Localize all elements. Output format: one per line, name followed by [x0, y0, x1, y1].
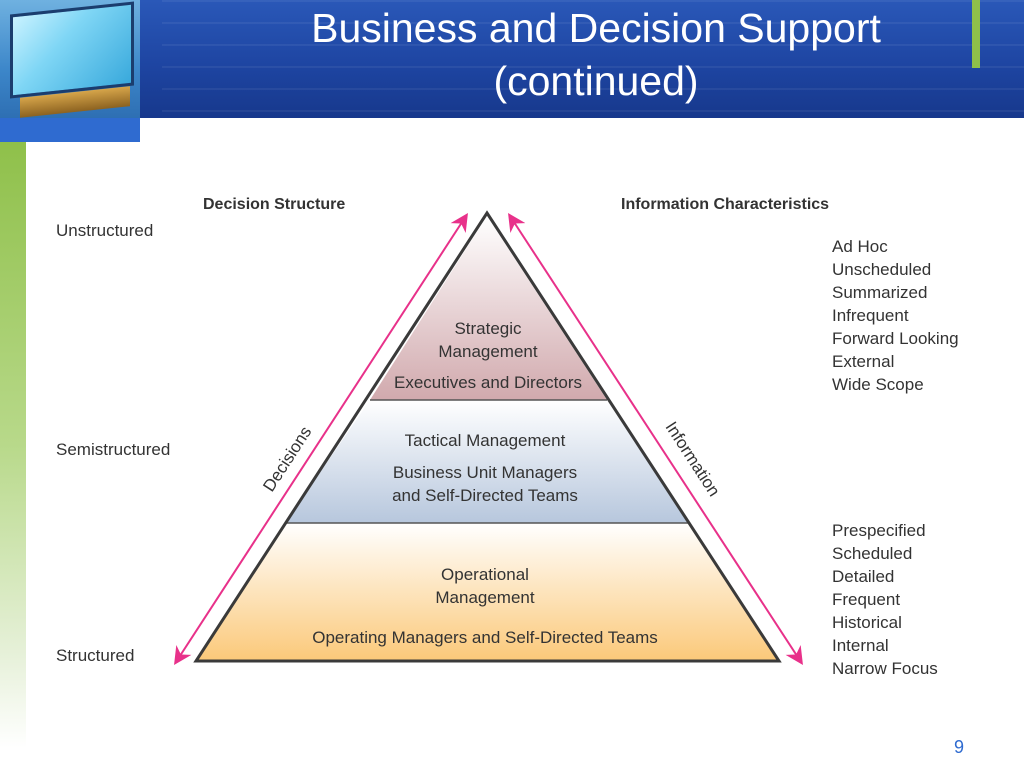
info-item: Wide Scope [832, 375, 924, 394]
level-label-structured: Structured [56, 646, 134, 665]
slide-title-line-1: Business and Decision Support [311, 5, 881, 51]
decisions-arrow [174, 212, 468, 666]
info-item: Frequent [832, 590, 900, 609]
info-item: Infrequent [832, 306, 909, 325]
level-label-semistructured: Semistructured [56, 440, 170, 459]
accent-block-blue [0, 118, 162, 142]
info-list-bottom: PrespecifiedScheduledDetailedFrequentHis… [832, 521, 938, 678]
accent-block-white [140, 118, 162, 142]
info-item: Ad Hoc [832, 237, 888, 256]
tier-tactical-people-1: Business Unit Managers [393, 463, 577, 482]
decision-structure-heading: Decision Structure [203, 196, 345, 213]
info-item: Forward Looking [832, 329, 959, 348]
info-item: Narrow Focus [832, 659, 938, 678]
tier-strategic-title-2: Management [438, 342, 538, 361]
information-characteristics-heading: Information Characteristics [621, 196, 829, 213]
info-item: Scheduled [832, 544, 912, 563]
info-item: Historical [832, 613, 902, 632]
info-item: Detailed [832, 567, 894, 586]
level-label-unstructured: Unstructured [56, 221, 153, 240]
info-item: Unscheduled [832, 260, 931, 279]
info-item: External [832, 352, 894, 371]
information-arrow-label: Information [661, 418, 723, 500]
tier-strategic-title-1: Strategic [454, 319, 522, 338]
title-band [0, 0, 1024, 118]
accent-tab-green [972, 0, 980, 68]
slide-title-line-2: (continued) [493, 58, 699, 104]
slide-title: Business and Decision Support (continued… [140, 2, 1024, 108]
tier-operational-title-2: Management [435, 588, 535, 607]
computer-monitor-image [0, 0, 140, 118]
page-number: 9 [953, 737, 964, 757]
info-list-top: Ad HocUnscheduledSummarizedInfrequentFor… [832, 237, 959, 394]
tier-tactical-people-2: and Self-Directed Teams [392, 486, 578, 505]
tier-operational-title-1: Operational [441, 565, 529, 584]
tier-strategic-people: Executives and Directors [394, 373, 582, 392]
information-arrow [508, 212, 803, 666]
info-item: Prespecified [832, 521, 926, 540]
tier-operational-people: Operating Managers and Self-Directed Tea… [312, 628, 658, 647]
accent-stripe-green [0, 142, 26, 748]
info-item: Internal [832, 636, 889, 655]
info-item: Summarized [832, 283, 927, 302]
tier-tactical-title: Tactical Management [405, 431, 566, 450]
title-band-stripes [162, 0, 1024, 118]
